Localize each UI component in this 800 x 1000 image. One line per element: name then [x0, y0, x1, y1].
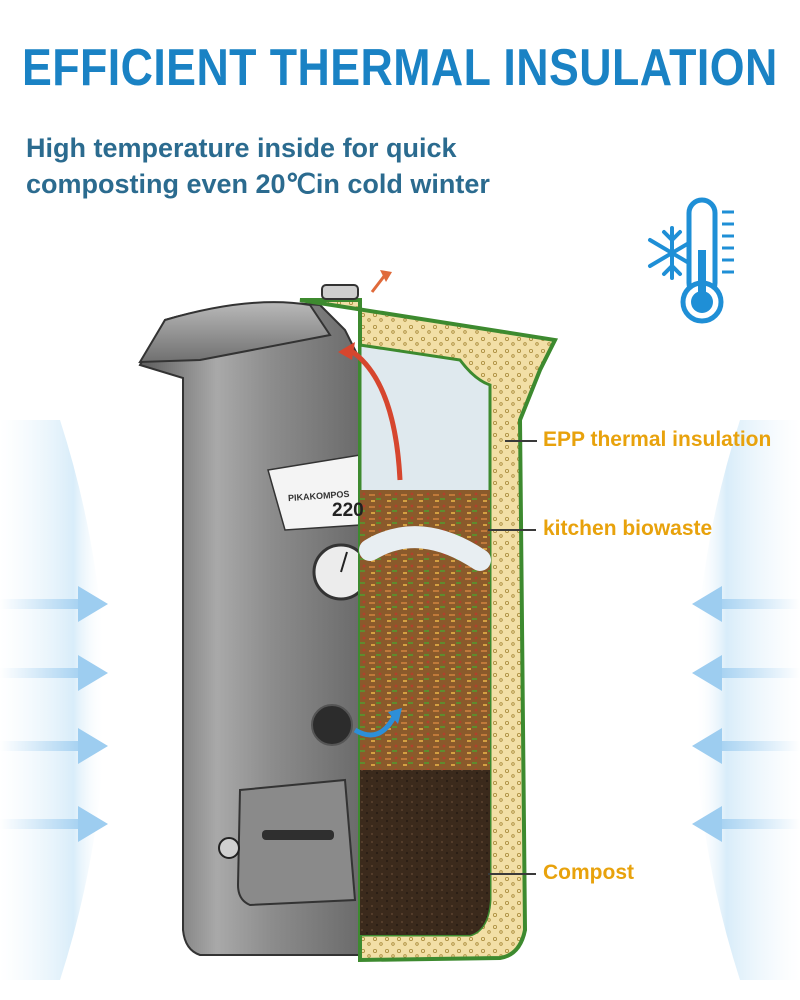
callout-epp-insulation: EPP thermal insulation: [543, 428, 772, 451]
arrow-left-icon: [692, 728, 800, 764]
subtitle-line-2: composting even 20℃in cold winter: [26, 169, 490, 199]
arrow-right-icon: [0, 806, 108, 842]
arrow-left-icon: [692, 586, 800, 622]
vent-cap: [321, 284, 359, 300]
snowflake-thermometer-icon: [648, 197, 734, 324]
compost-door: [236, 778, 357, 907]
arrow-right-icon: [0, 655, 108, 691]
air-intake-grille: [311, 704, 353, 746]
arrow-right-icon: [0, 586, 108, 622]
leader-insulation: [505, 440, 537, 442]
cold-arrows-right: [692, 586, 800, 842]
door-knob: [218, 837, 240, 859]
warm-airflow-arrow: [348, 347, 403, 481]
leader-biowaste: [488, 529, 536, 531]
thermometer-icon: [680, 197, 734, 324]
cold-glow-right: [695, 420, 800, 980]
cold-glow-left: [0, 420, 105, 980]
page-subtitle: High temperature inside for quick compos…: [26, 130, 586, 202]
callout-kitchen-biowaste: kitchen biowaste: [543, 517, 713, 540]
composter-illustration: [138, 270, 559, 963]
product-model: 220: [332, 500, 364, 521]
aeration-pipe: [359, 526, 491, 571]
compost-layer: [360, 770, 490, 935]
subtitle-line-1: High temperature inside for quick: [26, 133, 457, 163]
biowaste-layer: [360, 490, 490, 770]
door-handle: [262, 830, 334, 840]
arrow-right-icon: [0, 728, 108, 764]
air-intake-arrow: [353, 713, 398, 738]
arrow-left-icon: [692, 655, 800, 691]
callout-compost: Compost: [543, 861, 634, 884]
page-title: EFFICIENT THERMAL INSULATION: [22, 39, 778, 97]
cold-arrows-left: [0, 586, 108, 842]
composter-lid: [138, 301, 332, 364]
arrow-left-icon: [692, 806, 800, 842]
leader-compost: [488, 873, 536, 875]
